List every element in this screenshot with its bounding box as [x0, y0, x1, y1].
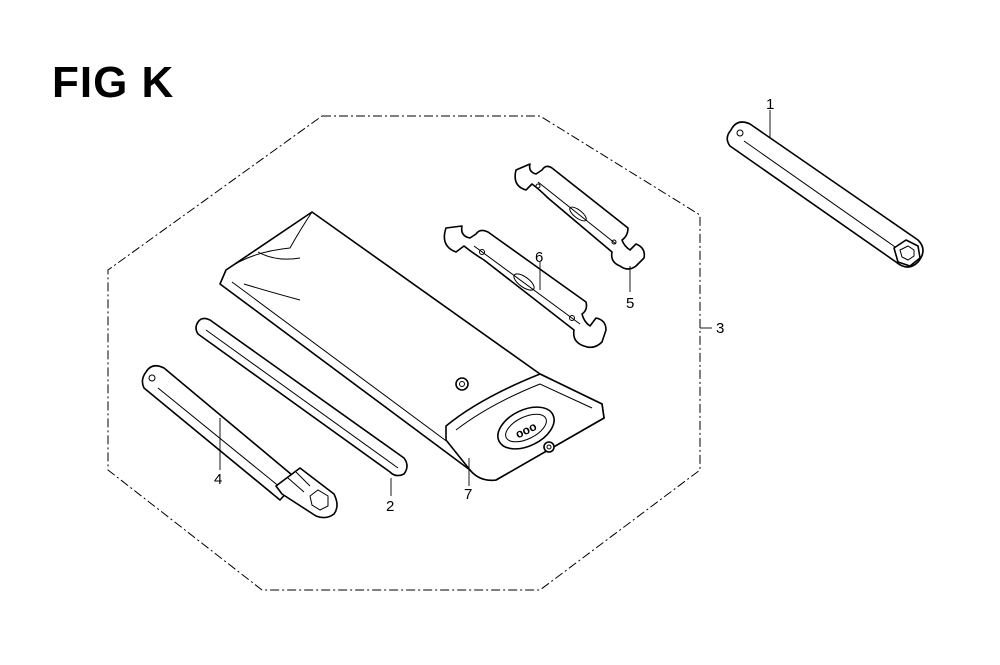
handle-bar-part-2[interactable] [195, 317, 408, 477]
figure-title: FIG K [52, 58, 175, 107]
open-wrench-part-6[interactable] [443, 225, 607, 349]
tool-bag-part-7[interactable]: ooo [219, 211, 605, 482]
callout-part-1: 1 [766, 96, 774, 113]
callout-part-2: 2 [386, 498, 394, 515]
callout-part-5: 5 [626, 295, 634, 312]
callout-part-7: 7 [464, 486, 472, 503]
callout-part-4: 4 [214, 471, 222, 488]
box-wrench-part-1[interactable] [726, 121, 924, 268]
callout-part-3: 3 [716, 320, 724, 337]
tool-kit-boundary [107, 115, 701, 591]
leader-lines [219, 110, 771, 496]
open-wrench-part-5[interactable] [514, 163, 646, 270]
callout-part-6: 6 [535, 249, 543, 266]
spark-plug-wrench-part-4[interactable] [141, 364, 338, 519]
